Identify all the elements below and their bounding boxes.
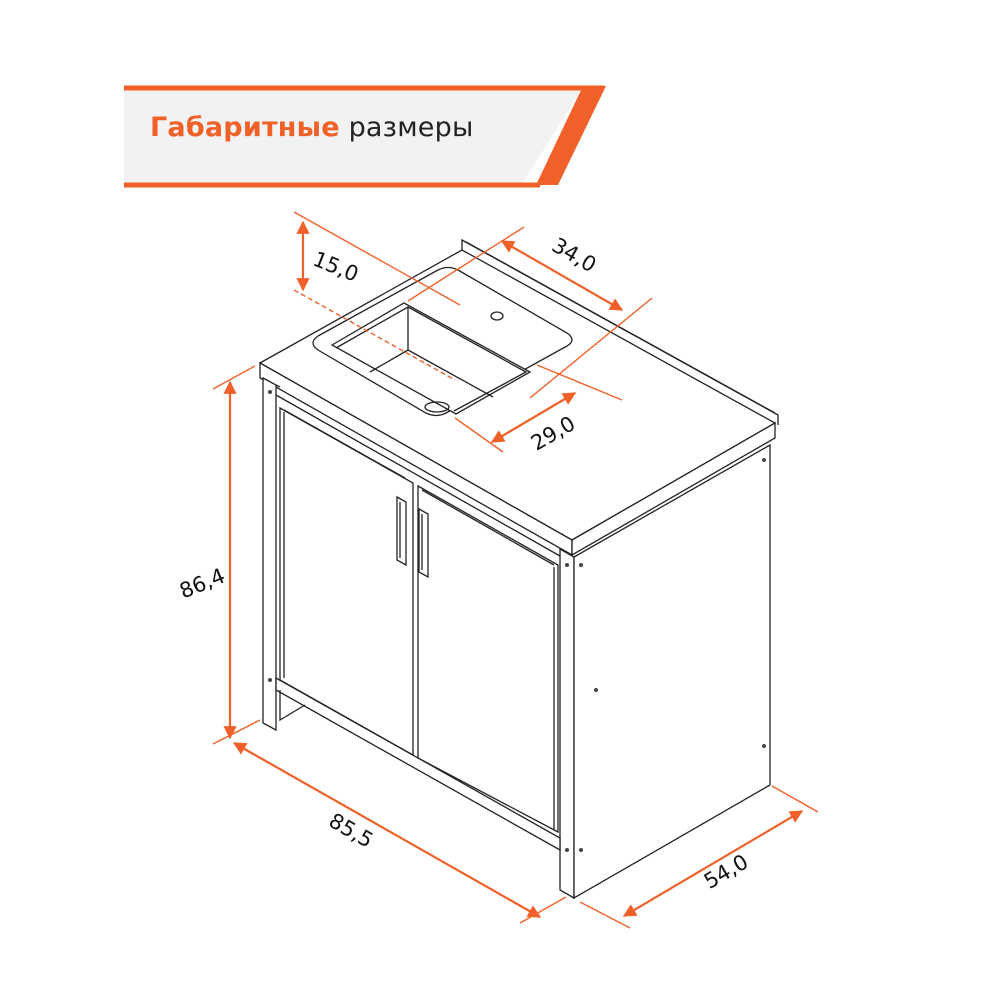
- screw: [565, 848, 569, 852]
- handle-left: [396, 495, 407, 567]
- faucet-hole: [490, 311, 504, 321]
- screw: [565, 563, 569, 567]
- title-normal: размеры: [348, 112, 474, 143]
- handle-right: [418, 507, 429, 579]
- ext-line: [519, 896, 567, 924]
- page-title: Габаритные размеры: [150, 112, 473, 143]
- label-height: 86,4: [176, 564, 228, 604]
- title-bold: Габаритные: [150, 112, 340, 143]
- side-panel: [573, 443, 771, 900]
- sink-bowl: [330, 302, 532, 415]
- countertop-side-edge: [571, 421, 776, 557]
- dim-sink-length: [500, 240, 624, 311]
- ext-line: [407, 226, 525, 302]
- dim-width: [232, 742, 542, 918]
- dim-depth: [622, 810, 804, 917]
- cabinet: [258, 238, 779, 900]
- ext-line: [454, 417, 504, 453]
- banner-chevron: [536, 86, 606, 185]
- ext-line: [293, 289, 456, 381]
- ext-line: [579, 901, 631, 929]
- screw: [268, 678, 272, 682]
- screw: [762, 744, 766, 748]
- ext-line: [212, 719, 261, 745]
- top-rail: [275, 394, 561, 557]
- sink-bottom-right: [407, 349, 494, 398]
- screws: [268, 390, 766, 852]
- screw: [762, 458, 766, 462]
- label-sink-depth: 15,0: [310, 247, 362, 287]
- dim-sink-width: [490, 392, 577, 443]
- post-edge: [275, 384, 281, 388]
- ext-line: [771, 785, 819, 813]
- ext-line: [529, 297, 653, 399]
- ext-line: [536, 364, 623, 401]
- right-post: [559, 547, 575, 900]
- base-recess: [279, 690, 306, 722]
- door-left-top-edge: [283, 409, 406, 479]
- door-right-top-edge: [421, 489, 555, 566]
- sink-bowl-inner: [335, 306, 528, 412]
- left-post: [262, 376, 277, 732]
- label-width: 85,5: [325, 808, 378, 852]
- banner-shape: [124, 85, 606, 188]
- banner-background: [124, 86, 583, 185]
- title-banner: Габаритные размеры: [0, 0, 1000, 200]
- sink-drain: [424, 401, 450, 413]
- screw: [594, 688, 598, 692]
- ext-line: [293, 211, 461, 306]
- dimension-lines: [212, 211, 819, 929]
- label-sink-length: 34,0: [548, 233, 601, 277]
- screw: [579, 848, 583, 852]
- sink-bottom-left: [369, 349, 409, 373]
- screw: [268, 390, 272, 394]
- ext-line: [212, 365, 256, 390]
- screw: [579, 563, 583, 567]
